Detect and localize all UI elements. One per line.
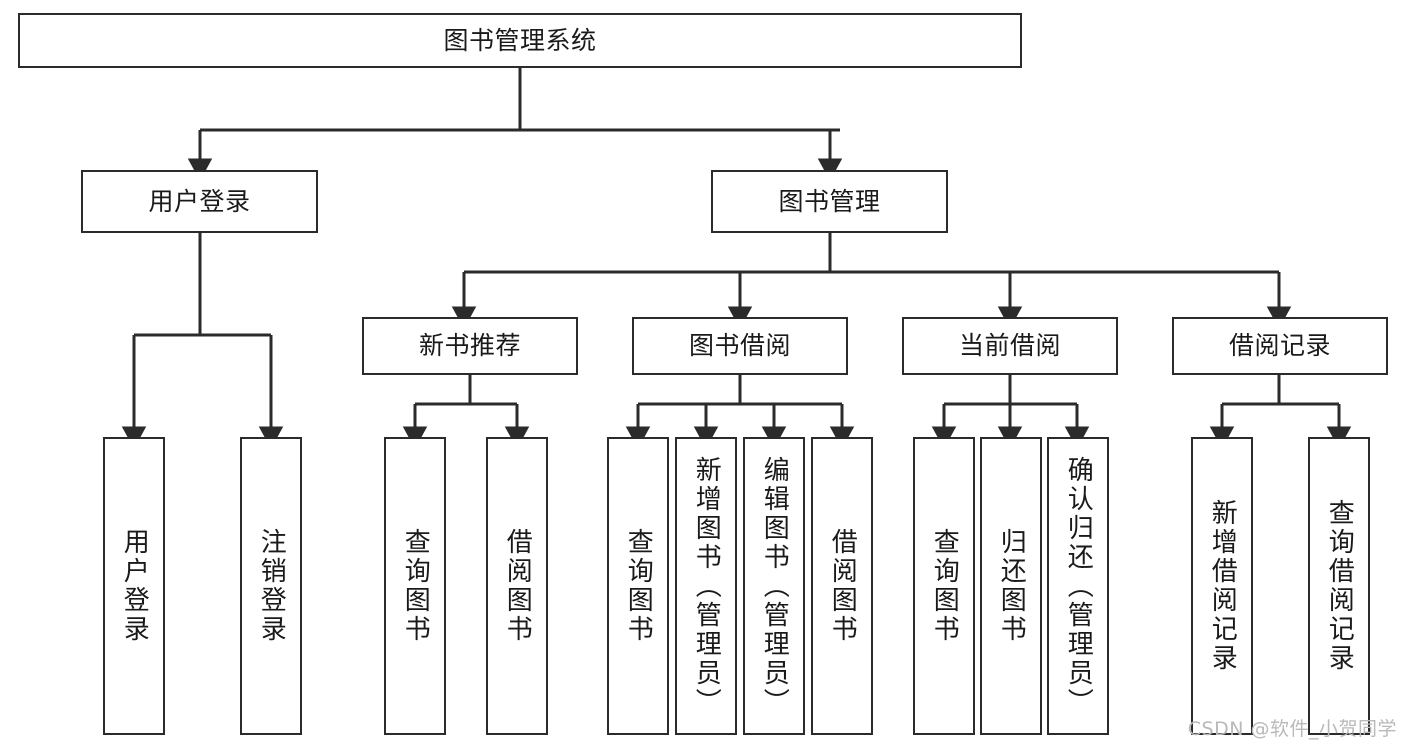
- node-leaf-confirm-return-admin[interactable]: 确认归还（管理员）: [1047, 437, 1109, 735]
- node-leaf-edit-book-admin-label: 编辑图书（管理员）: [759, 455, 790, 717]
- node-book-manage-label: 图书管理: [778, 186, 881, 216]
- node-leaf-add-book-admin[interactable]: 新增图书（管理员）: [675, 437, 737, 735]
- node-leaf-borrow-book-2-label: 借阅图书: [827, 528, 858, 644]
- node-leaf-query-borrow-record[interactable]: 查询借阅记录: [1308, 437, 1370, 735]
- node-leaf-query-book-1[interactable]: 查询图书: [384, 437, 446, 735]
- node-leaf-confirm-return-admin-label: 确认归还（管理员）: [1063, 455, 1094, 717]
- node-new-book-recommend[interactable]: 新书推荐: [362, 317, 578, 375]
- node-leaf-return-book-label: 归还图书: [996, 528, 1027, 644]
- node-root[interactable]: 图书管理系统: [18, 13, 1022, 68]
- node-borrow-record-label: 借阅记录: [1228, 331, 1331, 361]
- node-book-borrow-label: 图书借阅: [688, 331, 791, 361]
- node-leaf-add-borrow-record-label: 新增借阅记录: [1207, 499, 1238, 673]
- node-leaf-edit-book-admin[interactable]: 编辑图书（管理员）: [743, 437, 805, 735]
- node-leaf-user-login-label: 用户登录: [119, 528, 150, 644]
- node-leaf-user-login[interactable]: 用户登录: [103, 437, 165, 735]
- node-leaf-query-book-2[interactable]: 查询图书: [607, 437, 669, 735]
- node-leaf-query-book-3-label: 查询图书: [929, 528, 960, 644]
- node-book-borrow[interactable]: 图书借阅: [632, 317, 848, 375]
- node-book-manage[interactable]: 图书管理: [711, 170, 948, 233]
- node-leaf-query-book-3[interactable]: 查询图书: [913, 437, 975, 735]
- node-leaf-query-book-1-label: 查询图书: [400, 528, 431, 644]
- node-leaf-query-book-2-label: 查询图书: [623, 528, 654, 644]
- node-leaf-query-borrow-record-label: 查询借阅记录: [1324, 499, 1355, 673]
- node-user-login[interactable]: 用户登录: [81, 170, 318, 233]
- node-leaf-borrow-book-1[interactable]: 借阅图书: [486, 437, 548, 735]
- node-leaf-borrow-book-1-label: 借阅图书: [502, 528, 533, 644]
- node-leaf-borrow-book-2[interactable]: 借阅图书: [811, 437, 873, 735]
- watermark-text: CSDN @软件_小贺同学: [1187, 718, 1397, 740]
- node-leaf-add-book-admin-label: 新增图书（管理员）: [691, 455, 722, 717]
- node-borrow-record[interactable]: 借阅记录: [1172, 317, 1388, 375]
- node-current-borrow-label: 当前借阅: [958, 331, 1061, 361]
- node-current-borrow[interactable]: 当前借阅: [902, 317, 1118, 375]
- node-leaf-logout-label: 注销登录: [256, 528, 287, 644]
- node-leaf-return-book[interactable]: 归还图书: [980, 437, 1042, 735]
- node-leaf-logout[interactable]: 注销登录: [240, 437, 302, 735]
- node-root-label: 图书管理系统: [443, 25, 597, 55]
- node-leaf-add-borrow-record[interactable]: 新增借阅记录: [1191, 437, 1253, 735]
- node-new-book-recommend-label: 新书推荐: [418, 331, 521, 361]
- node-user-login-label: 用户登录: [148, 186, 251, 216]
